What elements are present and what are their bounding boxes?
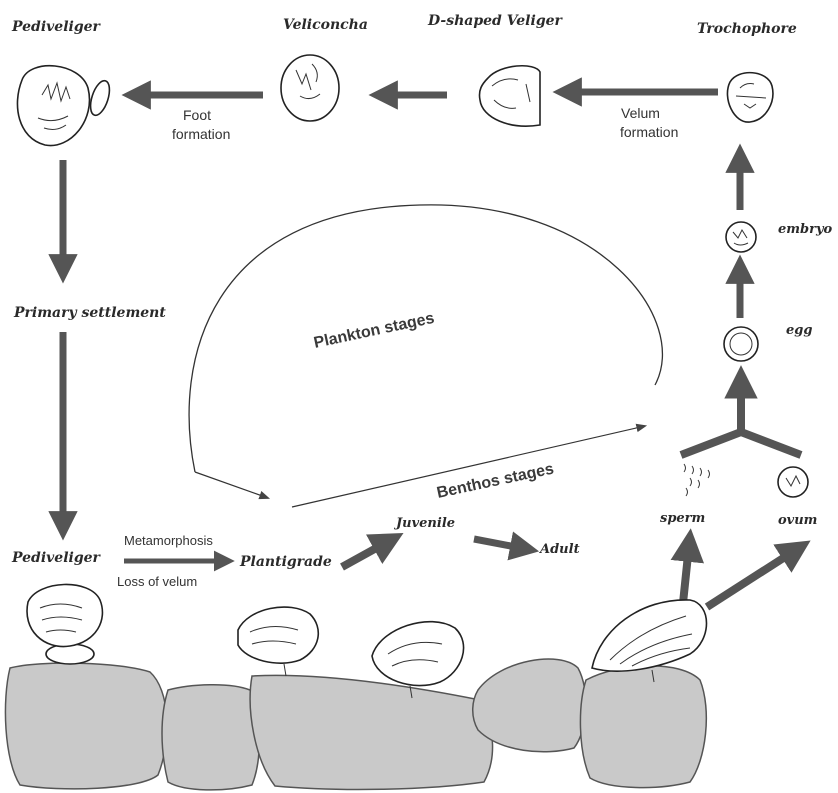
juvenile-label: Juvenile — [393, 516, 455, 531]
embryo-label: embryo — [778, 222, 833, 237]
embryo-illustration — [726, 222, 756, 252]
primary-settlement-label: Primary settlement — [13, 305, 166, 321]
foot-formation-label-line2: formation — [172, 126, 230, 142]
arrow-adult-to-ovum — [707, 555, 788, 607]
plankton-to-benthos-arrow — [195, 472, 268, 498]
pediveliger-top-label: Pediveliger — [11, 19, 102, 35]
ovum-illustration — [778, 467, 808, 497]
velum-formation-label-line1: Velum — [621, 105, 660, 121]
pediveliger-top-illustration — [17, 66, 113, 146]
sperm-label: sperm — [660, 511, 705, 526]
pediveliger-bottom-label: Pediveliger — [11, 550, 102, 566]
d-shaped-veliger-illustration — [479, 66, 540, 126]
velum-formation-label-line2: formation — [620, 124, 678, 140]
arrow-adult-to-sperm — [683, 555, 688, 603]
arrow-juvenile-to-adult — [474, 539, 516, 547]
trochophore-label: Trochophore — [697, 21, 797, 37]
egg-illustration — [724, 327, 758, 361]
arrow-plantigrade-to-juvenile — [342, 546, 380, 567]
plankton-arc — [189, 205, 662, 472]
ovum-label: ovum — [778, 513, 817, 528]
adult-label: Adult — [538, 542, 580, 557]
fertilisation-branch-left — [681, 432, 741, 455]
veliconcha-illustration — [281, 55, 339, 121]
metamorphosis-label: Metamorphosis — [124, 533, 213, 548]
trochophore-illustration — [727, 73, 772, 122]
veliconcha-label: Veliconcha — [283, 17, 368, 33]
substrate-rocks — [5, 659, 706, 790]
egg-label: egg — [786, 323, 812, 338]
loss-of-velum-label: Loss of velum — [117, 574, 197, 589]
d-shaped-veliger-label: D-shaped Veliger — [427, 13, 564, 29]
benthos-stages-label: Benthos stages — [435, 460, 555, 501]
plantigrade-shell-illustration — [238, 607, 318, 676]
pediveliger-shell-illustration — [27, 584, 102, 664]
sperm-illustration — [684, 464, 710, 496]
plankton-stages-label: Plankton stages — [312, 310, 436, 352]
fertilisation-branch-right — [741, 432, 801, 455]
plantigrade-label: Plantigrade — [239, 554, 332, 570]
foot-formation-label-line1: Foot — [183, 107, 211, 123]
